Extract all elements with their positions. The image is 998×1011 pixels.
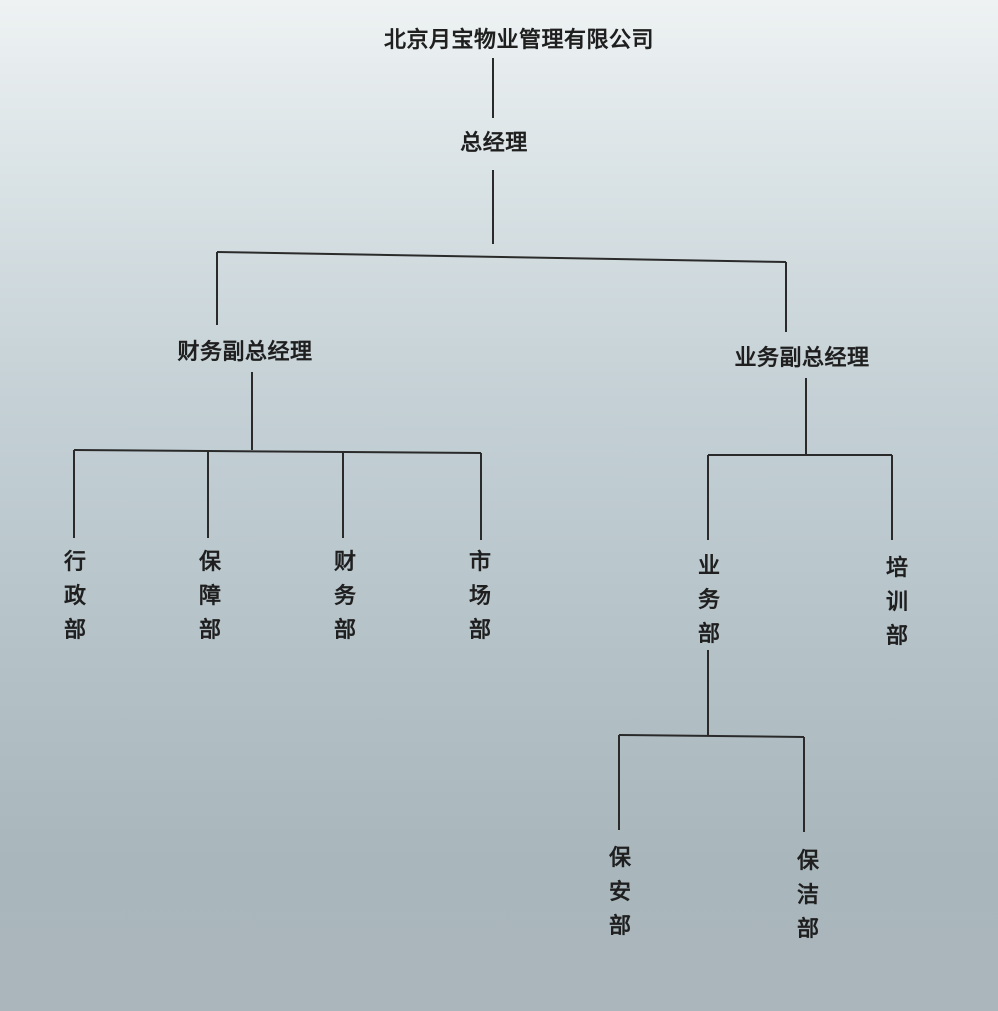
training-dept-node: 培训部 xyxy=(885,556,908,649)
administration-dept-node: 行政部 xyxy=(63,550,86,643)
general-manager-node: 总经理 xyxy=(460,131,528,156)
business-vp-node: 业务副总经理 xyxy=(734,346,870,371)
connector-finance-bar xyxy=(73,449,482,454)
company-node: 北京月宝物业管理有限公司 xyxy=(383,28,655,53)
business-dept-node: 业务部 xyxy=(697,554,720,647)
security-dept-node: 保障部 xyxy=(198,550,221,643)
finance-dept-node: 财务部 xyxy=(333,550,356,643)
connector-business-sub-bar xyxy=(618,734,805,738)
guard-dept-node: 保安部 xyxy=(608,846,631,939)
marketing-dept-node: 市场部 xyxy=(468,550,491,643)
finance-vp-node: 财务副总经理 xyxy=(177,340,313,365)
connector-vp-bar xyxy=(216,251,787,263)
cleaning-dept-node: 保洁部 xyxy=(796,849,819,942)
